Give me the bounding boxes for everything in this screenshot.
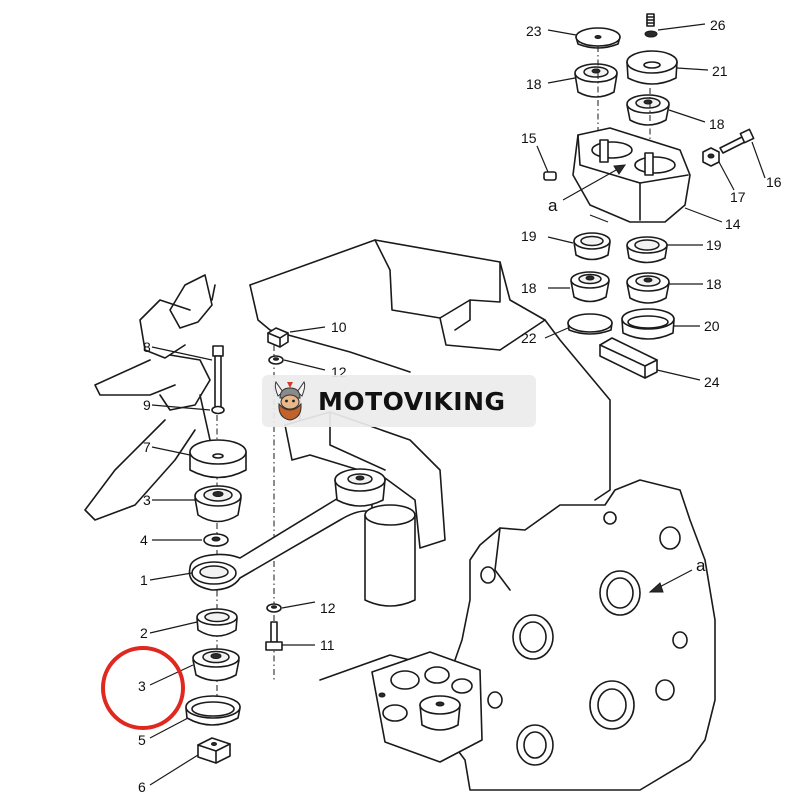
callout-7: 7	[143, 439, 151, 455]
part-20-ring	[621, 308, 675, 340]
callout-18: 18	[526, 76, 542, 92]
callout-19: 19	[706, 237, 722, 253]
cooling-fan	[84, 274, 216, 521]
highlight-circle	[101, 646, 185, 730]
callout-2: 2	[140, 625, 148, 641]
part-13-washer	[268, 355, 284, 365]
part-3-cushion-upper	[194, 485, 242, 523]
engine-block	[199, 239, 611, 501]
part-19-cushion-left	[573, 232, 611, 261]
callout-12: 12	[320, 600, 336, 616]
part-2-cup	[196, 608, 238, 637]
part-17-nut	[702, 147, 720, 167]
part-6-block	[197, 737, 231, 764]
arrowhead	[613, 164, 626, 175]
rear-mount-bracket	[319, 651, 483, 763]
callout-a: a	[696, 556, 706, 575]
callout-8: 8	[143, 339, 151, 355]
part-3-cushion-lower	[192, 648, 240, 682]
part-11-bolt	[265, 621, 283, 651]
callout-21: 21	[712, 63, 728, 79]
callout-15: 15	[521, 130, 537, 146]
part-22-cap	[567, 313, 613, 335]
callout-18: 18	[521, 280, 537, 296]
part-4-washer	[203, 533, 229, 547]
part-15-pin	[543, 171, 557, 181]
arrowhead	[648, 582, 664, 593]
callout-1: 1	[140, 572, 148, 588]
callout-4: 4	[140, 532, 148, 548]
callout-3: 3	[138, 678, 146, 694]
callout-a: a	[548, 196, 558, 215]
callout-16: 16	[766, 174, 782, 190]
leader-line	[589, 214, 609, 223]
part-16-bolt	[719, 128, 755, 154]
callout-24: 24	[704, 374, 720, 390]
flywheel-housing	[447, 479, 716, 791]
brand-name: MOTOVIKING	[318, 386, 506, 416]
callout-14: 14	[725, 216, 741, 232]
callout-3: 3	[143, 492, 151, 508]
callout-10: 10	[331, 319, 347, 335]
part-5-ring	[185, 695, 241, 726]
brand-watermark: MOTOVIKING	[262, 375, 536, 427]
callout-labels: 8 9 7 3 4 1 2 3 5 6 10 12 11 23 18 26 21…	[138, 17, 782, 795]
part-18-cushion-upper-left	[574, 63, 618, 98]
callout-6: 6	[138, 779, 146, 795]
callout-9: 9	[143, 397, 151, 413]
part-9-washer	[211, 405, 225, 415]
part-21-cap	[626, 50, 678, 85]
part-18-cushion-upper-right	[626, 94, 670, 126]
part-19-cushion-right	[626, 236, 668, 264]
part-8-bolt	[212, 345, 224, 412]
callout-18: 18	[706, 276, 722, 292]
part-12-washer	[266, 603, 282, 613]
callout-22: 22	[521, 330, 537, 346]
callout-26: 26	[710, 17, 726, 33]
callout-18: 18	[709, 116, 725, 132]
part-18-cushion-lower-right	[626, 272, 670, 304]
viking-head-icon	[274, 381, 306, 421]
part-26-bolt	[644, 13, 658, 38]
callout-5: 5	[138, 732, 146, 748]
leader-lines	[149, 23, 766, 786]
part-23-cap	[575, 27, 621, 49]
part-10-nut	[267, 327, 289, 348]
callout-17: 17	[730, 189, 746, 205]
callout-19: 19	[521, 228, 537, 244]
part-24-block	[599, 337, 658, 379]
callout-23: 23	[526, 23, 542, 39]
support-bracket	[284, 411, 446, 607]
part-14-bracket	[572, 127, 691, 223]
part-7-cap	[189, 439, 247, 479]
callout-20: 20	[704, 318, 720, 334]
part-18-cushion-lower-left	[570, 271, 610, 303]
callout-11: 11	[320, 637, 335, 653]
